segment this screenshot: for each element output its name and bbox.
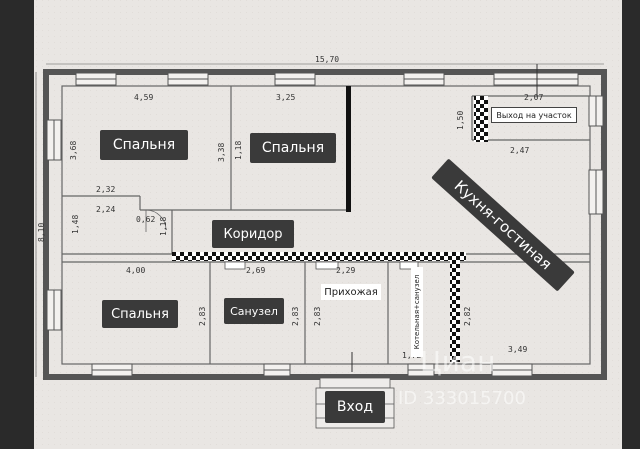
dim-right-w: 3,49 bbox=[508, 345, 527, 354]
label-boiler-bath: Котельная+санузел bbox=[411, 267, 423, 357]
dim-corr-small1: 0,62 bbox=[136, 215, 155, 224]
partitions bbox=[172, 86, 488, 362]
dim-bed1-w: 4,59 bbox=[134, 93, 153, 102]
windows-side bbox=[46, 95, 604, 331]
label-bedroom-3: Спальня bbox=[102, 300, 178, 328]
label-bedroom-2: Спальня bbox=[250, 133, 336, 163]
dim-boiler-h: 2,82 bbox=[463, 307, 472, 326]
dim-bed3-w: 4,00 bbox=[126, 266, 145, 275]
label-entrance: Вход bbox=[325, 391, 385, 423]
dim-top-small1: 2,32 bbox=[96, 185, 115, 194]
inner-wall-line bbox=[61, 85, 591, 365]
exit-marker bbox=[351, 64, 538, 372]
dim-total-width: 15,70 bbox=[315, 55, 339, 64]
dim-exit-w: 2,07 bbox=[524, 93, 543, 102]
door-arc-corridor bbox=[145, 209, 167, 232]
dim-hall-h: 2,83 bbox=[313, 307, 322, 326]
dim-exit-h: 1,50 bbox=[456, 111, 465, 130]
windows-top bbox=[75, 72, 579, 86]
label-bathroom: Санузел bbox=[224, 298, 284, 324]
dim-bath-h: 2,83 bbox=[291, 307, 300, 326]
label-hall: Прихожая bbox=[321, 284, 381, 300]
dim-kitchen-w: 2,47 bbox=[510, 146, 529, 155]
label-exit: Выход на участок bbox=[491, 107, 577, 123]
dim-bed1-h: 3,68 bbox=[69, 141, 78, 160]
dim-corr-small2: 1,18 bbox=[159, 217, 168, 236]
label-corridor: Коридор bbox=[212, 220, 294, 248]
dim-top-small3: 1,48 bbox=[71, 215, 80, 234]
outer-wall bbox=[43, 69, 607, 380]
dim-bath-w: 2,69 bbox=[246, 266, 265, 275]
dim-top-small2: 2,24 bbox=[96, 205, 115, 214]
windows-bottom bbox=[91, 363, 533, 377]
dim-bed3-h: 2,83 bbox=[198, 307, 207, 326]
dim-hall-w: 2,29 bbox=[336, 266, 355, 275]
label-bedroom-1: Спальня bbox=[100, 130, 188, 160]
watermark-id: ID 333015700 bbox=[398, 388, 526, 409]
dim-bed2-h1: 3,38 bbox=[217, 143, 226, 162]
dimension-lines bbox=[35, 63, 604, 377]
watermark-brand: Циан bbox=[420, 345, 496, 378]
dim-bed2-w: 3,25 bbox=[276, 93, 295, 102]
dim-total-height: 8,10 bbox=[37, 223, 46, 242]
dim-bed2-h2: 1,18 bbox=[234, 141, 243, 160]
